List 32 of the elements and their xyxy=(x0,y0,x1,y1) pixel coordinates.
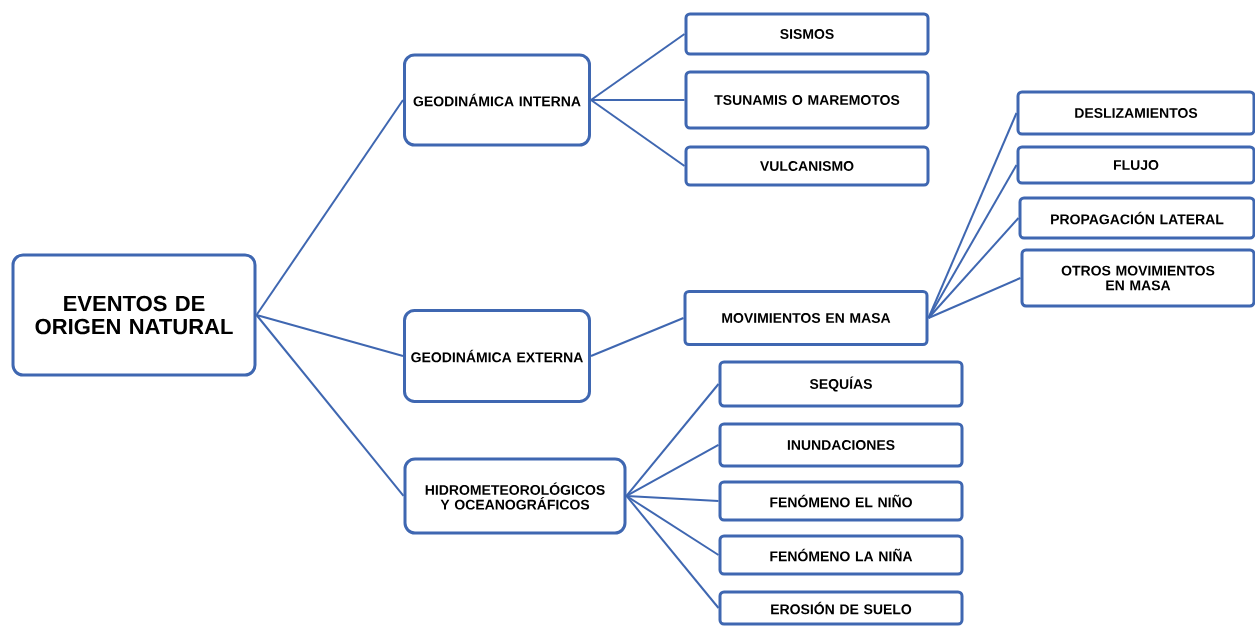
connector-line xyxy=(255,314,405,497)
event-box: INUNDACIONES xyxy=(718,422,964,468)
event-box: SEQUÍAS xyxy=(718,360,964,408)
event-box: EROSIÓN DE SUELO xyxy=(718,590,964,626)
category-box: GEODINÁMICA INTERNA xyxy=(403,53,591,147)
root-box: EVENTOS DE ORIGEN NATURAL xyxy=(11,253,257,377)
connector-line xyxy=(255,314,404,357)
connector-line xyxy=(927,277,1022,319)
event-box: FLUJO xyxy=(1016,145,1255,185)
category-box: GEODINÁMICA EXTERNA xyxy=(403,309,591,403)
event-box: SISMOS xyxy=(684,12,930,56)
event-box: TSUNAMIS O MAREMOTOS xyxy=(684,70,930,130)
connector-line xyxy=(590,317,685,357)
connector-line xyxy=(625,495,720,609)
connector-line xyxy=(625,383,720,497)
connector-line xyxy=(625,444,720,497)
event-box: OTROS MOVIMIENTOS EN MASA xyxy=(1020,248,1255,308)
connector-line xyxy=(590,99,686,101)
event-box: PROPAGACIÓN LATERAL xyxy=(1018,196,1255,240)
category-box: HIDROMETEOROLÓGICOS Y OCEANOGRÁFICOS xyxy=(403,457,627,535)
connector-line xyxy=(590,33,686,101)
connector-line xyxy=(255,99,404,316)
event-box: DESLIZAMIENTOS xyxy=(1016,90,1255,136)
connector-line xyxy=(927,217,1020,319)
connector-line xyxy=(927,112,1018,319)
connector-line xyxy=(625,495,720,502)
event-box: FENÓMENO EL NIÑO xyxy=(718,480,964,522)
event-box: VULCANISMO xyxy=(684,145,930,187)
connector-line xyxy=(590,99,686,167)
event-box: FENÓMENO LA NIÑA xyxy=(718,534,964,576)
event-box: MOVIMIENTOS EN MASA xyxy=(683,290,929,346)
connector-line xyxy=(625,495,720,556)
